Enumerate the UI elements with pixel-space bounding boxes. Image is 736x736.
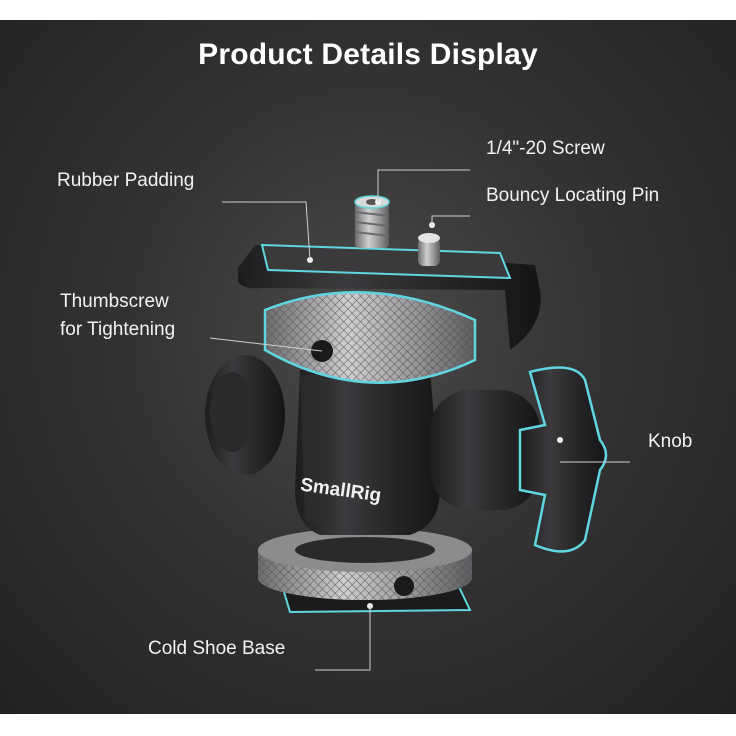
mount-body xyxy=(295,370,440,535)
label-thumbscrew-line1: Thumbscrew xyxy=(60,291,169,312)
upper-knurled-ring xyxy=(263,291,477,384)
mount-illustration: SmallRig xyxy=(205,169,630,671)
leader-lines xyxy=(209,169,630,671)
lower-knurled-ring xyxy=(258,528,472,600)
product-infographic: Product Details Display xyxy=(0,20,736,714)
page-title: Product Details Display xyxy=(198,38,538,71)
mounting-screw xyxy=(354,195,390,248)
locating-pin xyxy=(418,222,440,266)
label-thumbscrew-line2: for Tightening xyxy=(60,319,176,340)
label-cold-shoe-base: Cold Shoe Base xyxy=(148,638,286,659)
label-rubber-padding: Rubber Padding xyxy=(57,170,195,191)
label-knob: Knob xyxy=(648,431,693,452)
label-locating-pin: Bouncy Locating Pin xyxy=(486,185,660,206)
label-screw: 1/4"-20 Screw xyxy=(486,138,605,159)
knob-assembly xyxy=(430,366,608,553)
